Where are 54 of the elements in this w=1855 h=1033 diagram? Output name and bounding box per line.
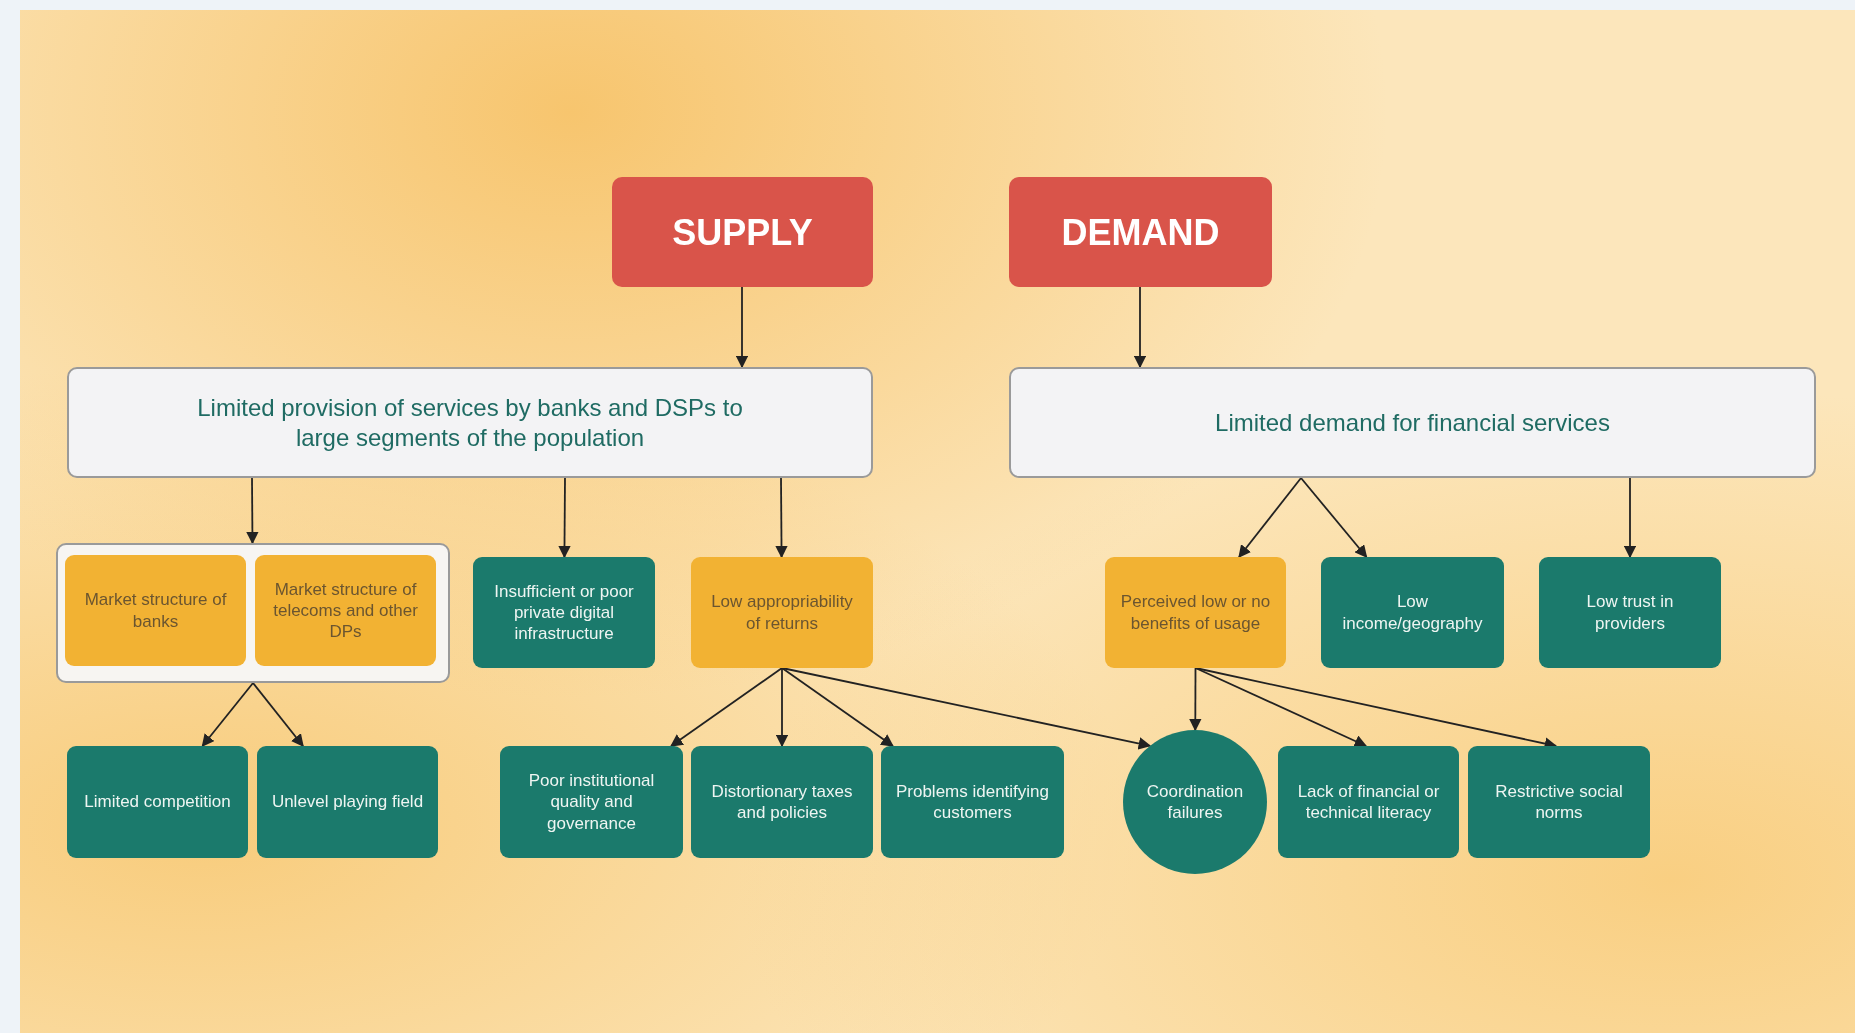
arrow xyxy=(775,667,789,748)
cause-box xyxy=(1105,557,1286,668)
problem-box xyxy=(67,367,873,478)
node-text: Distortionary taxes and policies xyxy=(710,780,854,824)
arrow xyxy=(781,667,1152,750)
node-text: Low trust in providers xyxy=(1585,591,1675,634)
node-text: Poor institutional quality and governance xyxy=(527,770,656,834)
node-text: Market structure of banks xyxy=(83,589,228,632)
cause-box xyxy=(65,555,246,666)
category-label: SUPPLY xyxy=(672,210,813,255)
cause-box xyxy=(881,746,1064,858)
problem-box xyxy=(1009,367,1816,478)
cause-box xyxy=(1321,557,1504,668)
node-text: Lack of financial or technical literacy xyxy=(1296,780,1441,824)
node-text: Limited provision of services by banks and DSPs to large segments of the population xyxy=(196,392,744,453)
category-label: DEMAND xyxy=(1061,210,1220,255)
arrow xyxy=(1300,477,1368,558)
cause-box xyxy=(1468,746,1650,858)
arrow xyxy=(670,667,783,747)
arrow xyxy=(246,477,259,545)
arrow xyxy=(252,682,304,747)
arrow xyxy=(781,667,894,747)
arrow xyxy=(1623,477,1637,559)
cause-box xyxy=(1539,557,1721,668)
node-text: Coordination failures xyxy=(1145,780,1245,824)
group-box xyxy=(56,543,450,683)
node-text: Limited demand for financial services xyxy=(1215,407,1610,438)
node-text: Limited competition xyxy=(84,791,231,813)
arrow xyxy=(735,286,749,369)
node-text: Insufficient or poor private digital infrastructure xyxy=(493,580,635,645)
node-text: Restrictive social norms xyxy=(1494,780,1624,824)
node-text: Low income/geography xyxy=(1341,591,1484,634)
node-text: Problems identifying customers xyxy=(894,780,1051,824)
cause-box xyxy=(500,746,683,858)
cause-box xyxy=(691,746,873,858)
arrow xyxy=(558,477,571,559)
arrow xyxy=(1133,286,1147,369)
arrow xyxy=(1194,667,1368,747)
cause-box xyxy=(1278,746,1459,858)
arrow xyxy=(201,682,254,747)
arrow xyxy=(1189,667,1202,732)
cause-box xyxy=(691,557,873,668)
cause-box xyxy=(257,746,438,858)
cause-box xyxy=(473,557,655,668)
cause-box xyxy=(255,555,436,666)
arrow xyxy=(775,477,788,559)
category-box xyxy=(612,177,873,287)
node-text: Perceived low or no benefits of usage xyxy=(1119,591,1272,634)
cause-box xyxy=(67,746,248,858)
node-text: Market structure of telecoms and other DPs xyxy=(272,578,419,643)
node-text: Unlevel playing field xyxy=(271,791,424,813)
arrow xyxy=(1238,477,1302,558)
category-box xyxy=(1009,177,1272,287)
node-text: Low appropriability of returns xyxy=(710,591,854,634)
